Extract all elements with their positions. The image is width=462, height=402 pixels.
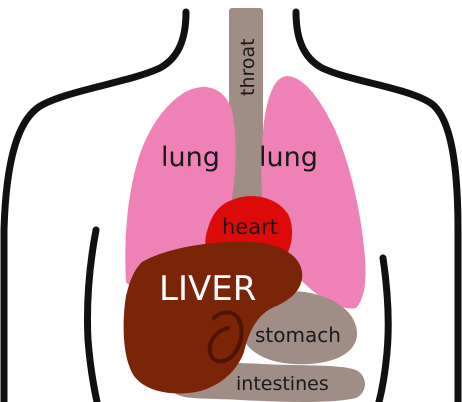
heart-label: heart bbox=[222, 215, 278, 239]
right-lung-label: lung bbox=[259, 142, 318, 173]
arm-inner-left bbox=[87, 230, 97, 402]
stomach-label: stomach bbox=[255, 323, 341, 347]
intestines-label: intestines bbox=[236, 373, 329, 395]
arm-inner-right bbox=[379, 258, 388, 402]
liver-label: LIVER bbox=[159, 269, 256, 309]
throat-label: throat bbox=[237, 38, 259, 96]
left-lung-label: lung bbox=[161, 142, 220, 173]
